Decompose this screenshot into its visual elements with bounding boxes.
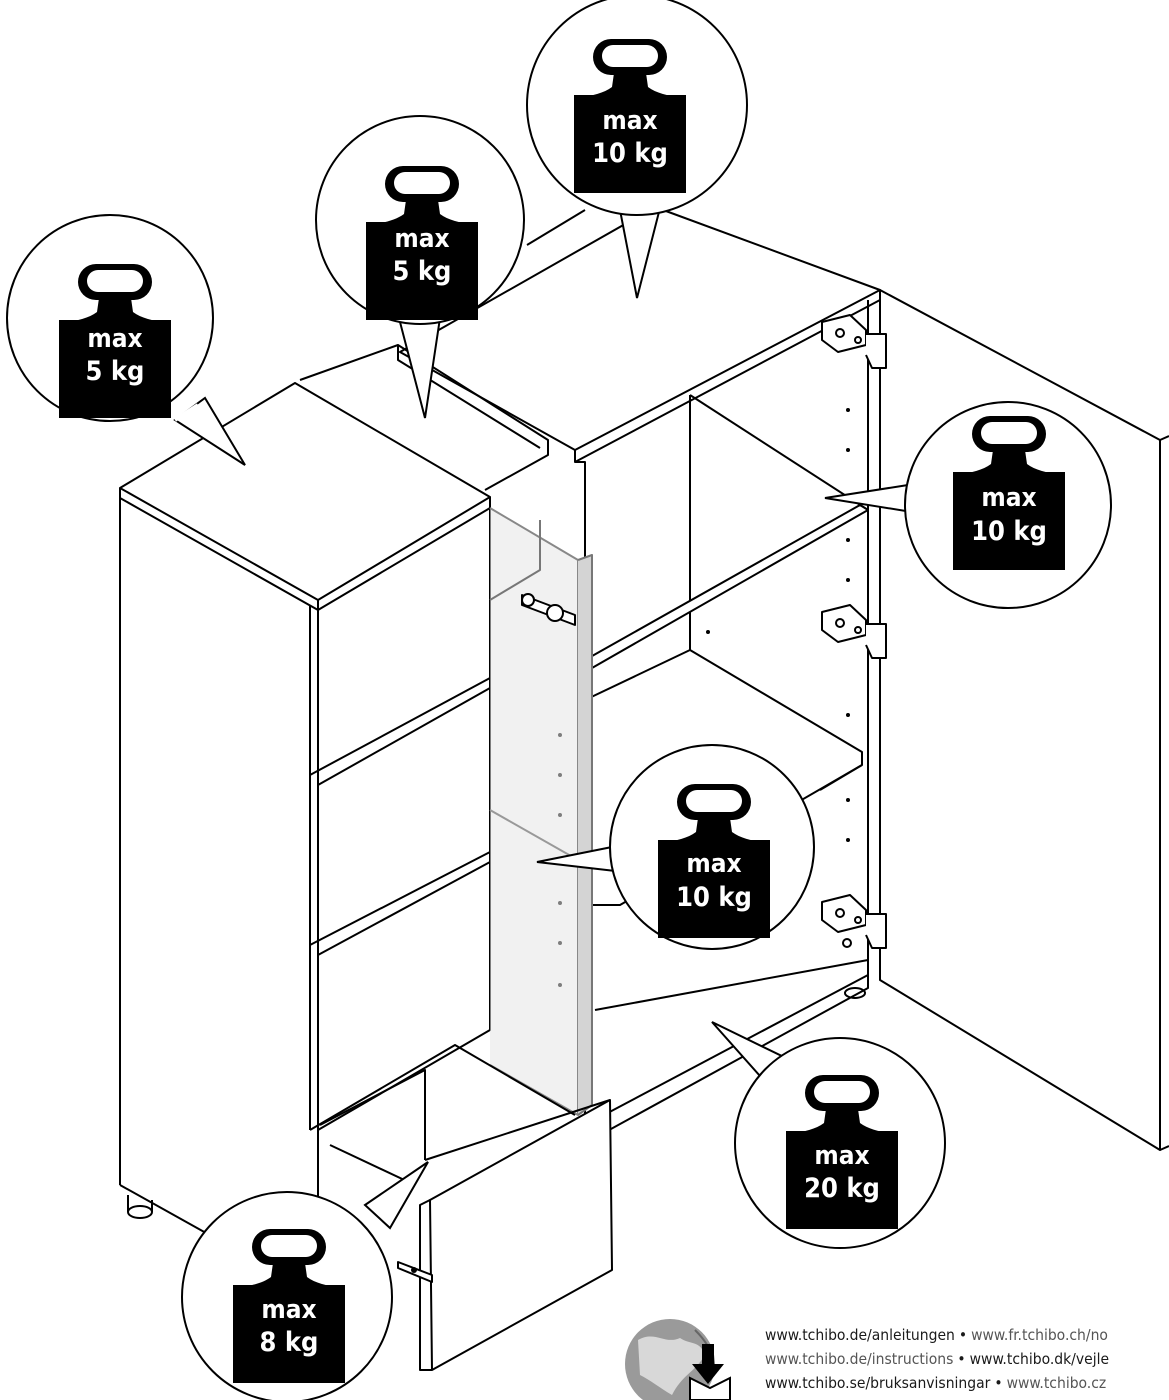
weight-label-line2: 5 kg (393, 256, 452, 287)
footer-link[interactable]: www.tchibo.cz (1006, 1374, 1107, 1392)
footer-link[interactable]: www.tchibo.dk/vejle (969, 1350, 1110, 1368)
weight-label-line2: 10 kg (971, 516, 1047, 547)
weight-label-line2: 20 kg (804, 1173, 880, 1204)
footer-row-3: www.tchibo.se/bruksanvisningar•www.tchib… (765, 1374, 1107, 1392)
weight-top-cabinet: max 10 kg (574, 39, 686, 193)
weight-label-line2: 8 kg (260, 1327, 319, 1358)
weight-label-line1: max (87, 324, 142, 354)
hinge-top (821, 314, 887, 369)
weight-label-line1: max (261, 1295, 316, 1325)
footer-link[interactable]: www.fr.tchibo.ch/no (971, 1326, 1108, 1344)
weight-label-line1: max (686, 849, 741, 879)
weight-middle-shelf: max 10 kg (658, 784, 770, 938)
weight-bottom-compartment: max 20 kg (786, 1075, 898, 1229)
footer-row-1: www.tchibo.de/anleitungen•www.fr.tchibo.… (765, 1326, 1108, 1344)
globe-download-icon (625, 1319, 731, 1400)
footer-link[interactable]: www.tchibo.de/instructions (765, 1350, 954, 1368)
weight-label-line2: 5 kg (86, 356, 145, 387)
weight-upper-shelf: max 10 kg (953, 416, 1065, 570)
hinge-middle (821, 604, 887, 659)
weight-label-line2: 10 kg (592, 138, 668, 169)
footer-link[interactable]: www.tchibo.de/anleitungen (765, 1326, 955, 1344)
weight-label-line2: 10 kg (676, 882, 752, 913)
weight-label-line1: max (394, 224, 449, 254)
weight-laundry-basket: max 5 kg (366, 166, 478, 320)
weight-drawer: max 8 kg (233, 1229, 345, 1383)
weight-label-line1: max (602, 106, 657, 136)
weight-label-line1: max (814, 1141, 869, 1171)
weight-top-left-box: max 5 kg (59, 264, 171, 418)
footer-urls: www.tchibo.de/anleitungen•www.fr.tchibo.… (765, 1323, 1169, 1400)
footer-row-2: www.tchibo.de/instructions•www.tchibo.dk… (765, 1350, 1110, 1368)
weight-label-line1: max (981, 483, 1036, 513)
footer-link[interactable]: www.tchibo.se/bruksanvisningar (765, 1374, 991, 1392)
hinge-bottom (821, 894, 887, 949)
